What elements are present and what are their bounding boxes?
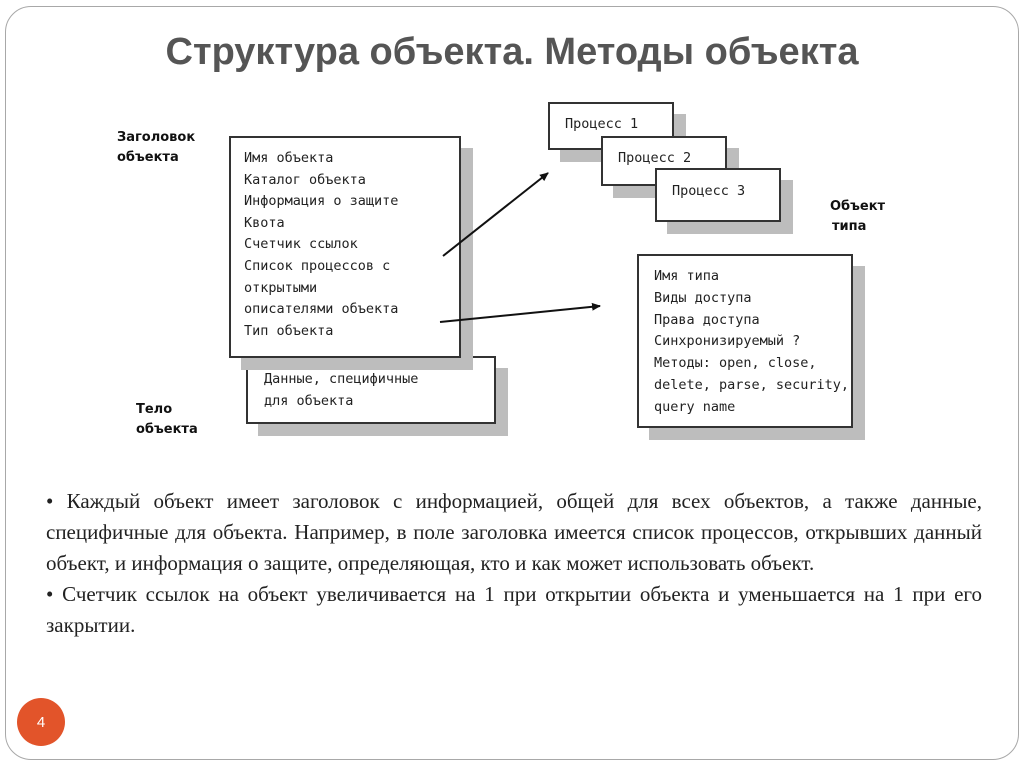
- bullet-item: • Счетчик ссылок на объект увеличивается…: [46, 582, 982, 637]
- type-box-line: Права доступа: [654, 311, 760, 328]
- arrow-to-type-object: [439, 302, 601, 323]
- process-1-box: Процесс 1: [548, 102, 674, 150]
- header-box-line: Каталог объекта: [244, 171, 366, 188]
- type-box-line: query name: [654, 398, 736, 415]
- header-box-line: открытыми: [244, 279, 318, 296]
- body-label: Тело объекта: [136, 400, 198, 440]
- body-box-line: для объекта: [264, 393, 354, 409]
- header-label-line: объекта: [117, 150, 179, 165]
- body-label-line: объекта: [136, 422, 198, 437]
- arrow-to-processes: [442, 172, 549, 257]
- type-box-line: Синхронизируемый ?: [654, 333, 801, 350]
- header-label: Заголовок объекта: [117, 128, 195, 168]
- header-box: Имя объекта Каталог объекта Информация о…: [229, 136, 461, 358]
- header-box-line: Тип объекта: [244, 322, 334, 339]
- header-box-line: Квота: [244, 214, 285, 231]
- type-box-line: Имя типа: [654, 268, 720, 284]
- header-box-line: Имя объекта: [244, 150, 334, 166]
- page-number-badge: 4: [17, 698, 65, 746]
- body-box: Данные, специфичные для объекта: [246, 356, 496, 424]
- type-label: Объект типа: [830, 197, 885, 237]
- process-3-box: Процесс 3: [655, 168, 781, 222]
- header-box-line: описателями объекта: [244, 301, 399, 318]
- bullet-list: • Каждый объект имеет заголовок с информ…: [46, 486, 982, 641]
- header-box-line: Счетчик ссылок: [244, 236, 358, 253]
- body-label-line: Тело: [136, 402, 173, 417]
- header-box-line: Список процессов с: [244, 257, 391, 274]
- type-box-line: delete, parse, security,: [654, 376, 850, 393]
- body-box-line: Данные, специфичные: [264, 371, 419, 387]
- process-label: Процесс 1: [565, 116, 639, 132]
- type-box: Имя типа Виды доступа Права доступа Синх…: [637, 254, 853, 428]
- process-label: Процесс 3: [672, 183, 746, 199]
- header-box-line: Информация о защите: [244, 193, 399, 210]
- type-label-line: типа: [832, 219, 867, 234]
- type-label-line: Объект: [830, 199, 886, 214]
- header-label-line: Заголовок: [117, 130, 196, 145]
- slide-title: Структура объекта. Методы объекта: [165, 31, 859, 73]
- type-box-line: Методы: open, close,: [654, 355, 817, 372]
- bullet-item: • Каждый объект имеет заголовок с информ…: [46, 489, 982, 575]
- type-box-line: Виды доступа: [654, 289, 752, 306]
- process-label: Процесс 2: [618, 150, 692, 166]
